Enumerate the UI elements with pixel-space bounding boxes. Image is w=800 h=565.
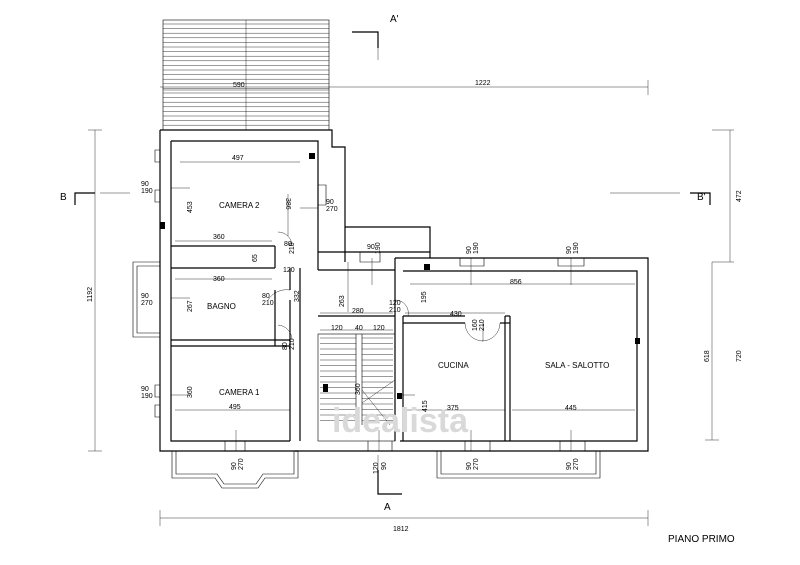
section-marks [74,31,711,495]
dim-160: 160 [472,319,479,331]
markers [160,153,640,399]
dim-590: 590 [233,82,245,89]
dim-120d: 120 [373,325,385,332]
dim-210d: 210 [389,307,401,314]
dim-1812: 1812 [393,526,409,533]
section-label-a-top: A' [390,14,399,25]
dim-90i: 90 [381,462,388,470]
dim-720: 720 [736,350,743,362]
walls [159,129,649,452]
dim-120b: 120 [389,300,401,307]
dim-190d: 190 [473,242,480,254]
dim-90c: 90 [141,293,149,300]
dim-267: 267 [187,300,194,312]
dim-120e: 120 [373,462,380,474]
doors [267,231,501,342]
dim-445: 445 [565,405,577,412]
dim-618: 618 [704,350,711,362]
dim-80b: 80 [262,293,270,300]
dim-210c: 210 [289,338,296,350]
dim-90j: 90 [466,462,473,470]
dim-120c: 120 [331,325,343,332]
dim-90d: 90 [141,386,149,393]
dim-210e: 210 [479,319,486,331]
dim-190e: 190 [573,242,580,254]
dim-90g: 90 [566,246,573,254]
dim-270c: 270 [238,458,245,470]
dim-375: 375 [447,405,459,412]
dim-120a: 120 [283,267,295,274]
dim-280: 280 [352,308,364,315]
dim-90h: 90 [231,462,238,470]
dim-195: 195 [421,291,428,303]
dimension-lines [88,80,734,526]
dim-270b: 270 [141,300,153,307]
dim-90a: 90 [326,199,334,206]
staircase [317,333,396,442]
dim-332: 332 [294,290,301,302]
dim-497: 497 [232,155,244,162]
dim-190b: 190 [141,393,153,400]
dim-430: 430 [450,311,462,318]
room-label-camera1: CAMERA 1 [219,388,260,397]
room-label-sala: SALA - SALOTTO [545,361,609,370]
dim-1192: 1192 [87,287,94,302]
plan-title: PIANO PRIMO [668,534,735,545]
dim-263: 263 [339,295,346,307]
dim-270a: 270 [326,206,338,213]
section-label-b-right: B' [697,192,706,203]
dim-270d: 270 [473,458,480,470]
room-label-cucina: CUCINA [438,361,469,370]
room-label-camera2: CAMERA 2 [219,201,260,210]
balconies [132,261,601,489]
dim-80c: 80 [282,342,289,350]
room-label-bagno: BAGNO [207,302,236,311]
dim-90b: 90 [141,181,149,188]
dim-80a: 80 [284,241,292,248]
section-label-a-bottom: A [384,502,391,513]
dim-453: 453 [187,201,194,213]
dim-1222: 1222 [475,80,491,87]
dim-190a: 190 [141,188,153,195]
dim-90f: 90 [466,246,473,254]
watermark: idealista [332,402,469,440]
dim-360c: 360 [187,386,194,398]
dim-415: 415 [422,400,429,412]
dim-90k: 90 [566,462,573,470]
dim-270e: 270 [573,458,580,470]
dim-495: 495 [229,404,241,411]
windows [154,149,586,451]
dim-190c: 190 [375,242,382,254]
dim-210b: 210 [262,300,274,307]
dim-360a: 360 [213,234,225,241]
dim-90e: 90 [367,244,375,251]
dim-360d: 360 [355,383,362,395]
dim-40: 40 [355,325,363,332]
dim-472: 472 [736,190,743,202]
section-label-b-left: B [60,192,67,203]
dim-360b: 360 [213,276,225,283]
dim-386: 386 [284,198,291,210]
dim-210a: 210 [289,242,296,254]
dim-65: 65 [252,254,259,262]
terrace [162,19,330,131]
dim-856: 856 [510,279,522,286]
